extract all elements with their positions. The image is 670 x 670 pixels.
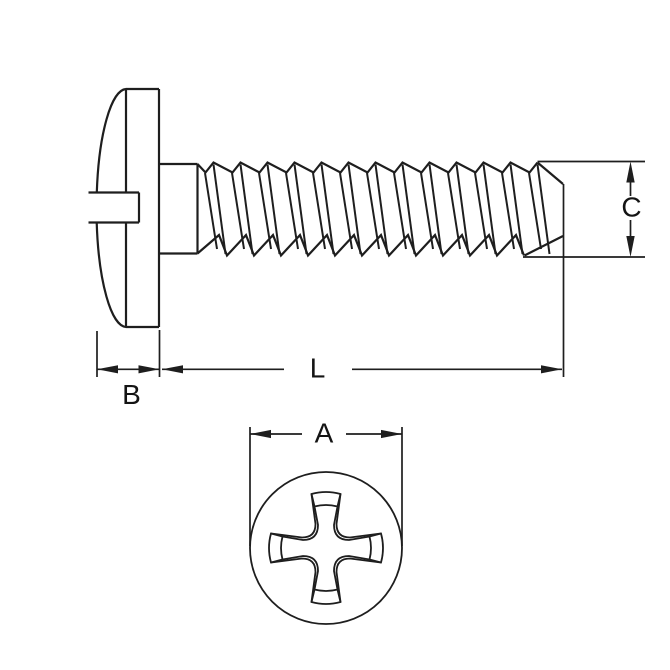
phillips-recess-outer — [268, 491, 384, 605]
end-chamfer-lines — [524, 161, 564, 257]
thread-flank-line — [393, 172, 407, 250]
dimension-l: L — [162, 184, 565, 384]
thread-flank-line — [401, 164, 416, 255]
dimension-a: A — [249, 418, 403, 546]
thread-flank-line — [455, 164, 470, 255]
head-outline-circle — [249, 471, 403, 625]
thread-flank-line — [374, 164, 389, 255]
screw-head-side — [88, 87, 161, 329]
dim-label-b: B — [122, 379, 141, 410]
phillips-recess-corner-edges — [270, 493, 382, 603]
dim-c-arrow-down — [626, 236, 635, 257]
bottom-view: A — [249, 418, 403, 625]
thread-flank-line — [447, 172, 461, 250]
head-slot — [88, 191, 141, 224]
thread-flank-line — [312, 172, 326, 250]
dim-b-arrow-right — [138, 365, 160, 374]
head-dome-arc — [95, 87, 127, 329]
dim-a-arrow-right — [381, 429, 402, 439]
thread-flank-line — [266, 164, 281, 255]
thread-flank-line — [212, 164, 227, 255]
thread-flank-line — [509, 164, 524, 255]
phillips-recess-inner — [280, 504, 372, 592]
screw-thread — [196, 161, 551, 258]
screw-shank — [159, 162, 199, 255]
thread-flank-line — [482, 164, 497, 255]
dim-a-extension-lines — [249, 427, 403, 546]
thread-crest-bottom — [196, 232, 526, 258]
thread-flank-line — [239, 164, 254, 255]
thread-crest-top — [196, 161, 539, 175]
dimension-b: B — [96, 330, 161, 410]
dimension-c: C — [523, 160, 645, 258]
thread-flank-line — [366, 172, 380, 250]
thread-flank-line — [501, 172, 515, 250]
screw-end-chamfer — [524, 161, 564, 257]
thread-flank-line — [285, 172, 299, 250]
side-view — [88, 87, 564, 329]
thread-flank-line — [231, 172, 245, 250]
thread-flank-line — [528, 172, 542, 250]
head-face-outline — [124, 87, 161, 329]
dim-label-a: A — [315, 418, 334, 449]
dim-c-arrow-up — [626, 161, 635, 183]
dim-l-arrow-left — [162, 365, 183, 374]
dim-l-arrow-right — [541, 365, 562, 374]
shank-outline — [159, 162, 199, 255]
dim-label-c: C — [621, 192, 641, 223]
thread-flank-line — [293, 164, 308, 255]
dim-c-extension-lines — [523, 160, 645, 258]
thread-flank-line — [204, 172, 218, 250]
dim-b-arrow-left — [97, 365, 118, 374]
thread-flank-line — [347, 164, 362, 255]
thread-flank-line — [428, 164, 443, 255]
dim-a-arrow-left — [250, 429, 271, 439]
thread-flank-line — [320, 164, 335, 255]
dim-label-l: L — [310, 353, 326, 384]
thread-flank-line — [536, 164, 551, 255]
thread-flank-line — [420, 172, 434, 250]
thread-flank-line — [339, 172, 353, 250]
thread-flank-line — [474, 172, 488, 250]
thread-flank-line — [258, 172, 272, 250]
